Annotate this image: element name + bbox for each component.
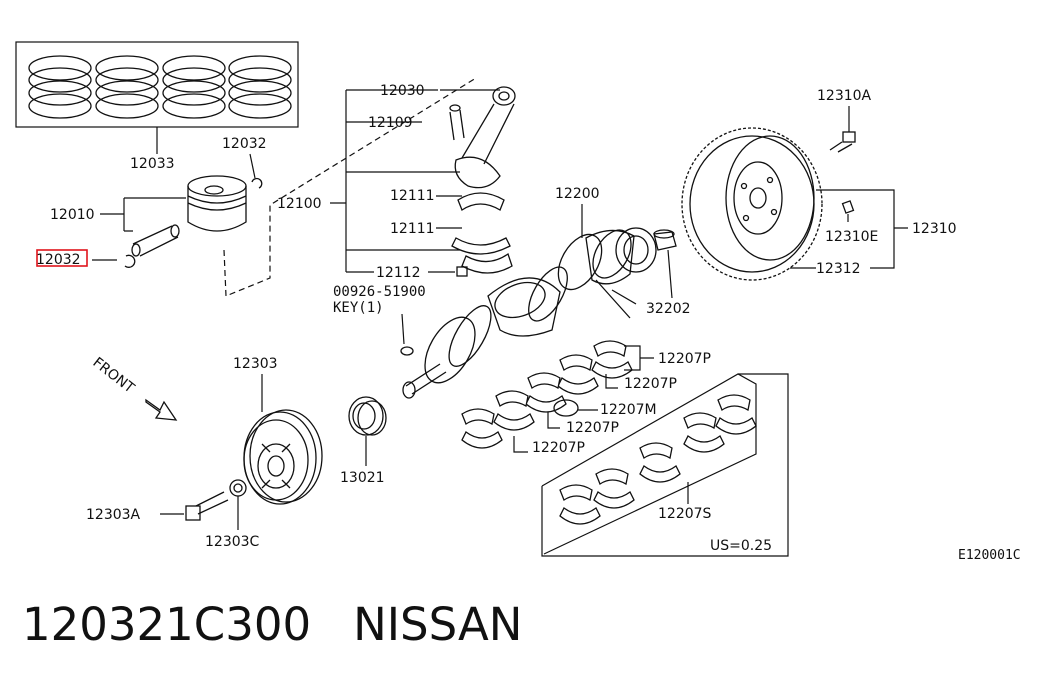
label-12111-upper: 12111: [390, 188, 435, 204]
label-12303: 12303: [233, 356, 278, 372]
label-front: FRONT: [90, 355, 138, 397]
highlight-box: [36, 249, 88, 267]
pulley-washer: [229, 479, 247, 497]
front-arrow: FRONT: [90, 355, 178, 421]
piston-pin: [131, 224, 180, 257]
label-12310: 12310: [912, 221, 957, 237]
label-12032-highlighted: 12032: [36, 252, 81, 268]
brand-name: NISSAN: [353, 598, 523, 651]
woodruff-key: [400, 346, 414, 356]
pilot-bushing: [653, 229, 677, 251]
label-00926-51900: 00926-51900: [333, 284, 426, 300]
label-12032-top: 12032: [222, 136, 267, 152]
label-12111-lower: 12111: [390, 221, 435, 237]
label-12109: 12109: [368, 115, 413, 131]
label-13021: 13021: [340, 470, 385, 486]
label-undersize: US=0.25: [710, 538, 772, 554]
undersize-bearing-set: [541, 373, 789, 557]
label-12207M: 12207M: [600, 402, 657, 418]
connecting-rod: [449, 86, 516, 189]
label-12303C: 12303C: [205, 534, 260, 550]
label-12310E: 12310E: [825, 229, 878, 245]
label-12207S: 12207S: [658, 506, 712, 522]
piston-ring-set: [15, 41, 299, 154]
snap-ring-top: [251, 177, 263, 189]
label-12207P-2: 12207P: [624, 376, 677, 392]
label-12312: 12312: [816, 261, 861, 277]
label-12030: 12030: [380, 83, 425, 99]
part-number: 120321C300: [22, 598, 312, 651]
label-12207P-3: 12207P: [566, 420, 619, 436]
flywheel: [681, 127, 823, 281]
caption: 120321C300 NISSAN: [22, 598, 522, 651]
label-12010: 12010: [50, 207, 95, 223]
label-12100: 12100: [277, 196, 322, 212]
label-12207P-1: 12207P: [658, 351, 711, 367]
front-oil-seal: [348, 396, 387, 436]
label-32202: 32202: [646, 301, 691, 317]
snap-ring-bottom: [124, 254, 136, 268]
pulley-bolt: [185, 491, 229, 521]
label-12310A: 12310A: [817, 88, 872, 104]
label-12033: 12033: [130, 156, 175, 172]
label-key: KEY(1): [333, 300, 384, 316]
label-12200: 12200: [555, 186, 600, 202]
piston: [187, 175, 247, 232]
label-12112: 12112: [376, 265, 421, 281]
crank-pulley: [243, 409, 323, 505]
crankshaft: [402, 227, 657, 399]
flywheel-bolt: [829, 131, 856, 153]
figure-code: E120001C: [958, 548, 1021, 563]
label-12207P-4: 12207P: [532, 440, 585, 456]
conrod-bearings: [451, 192, 513, 277]
label-12303A: 12303A: [86, 507, 141, 523]
dowel-pin: [841, 200, 855, 214]
